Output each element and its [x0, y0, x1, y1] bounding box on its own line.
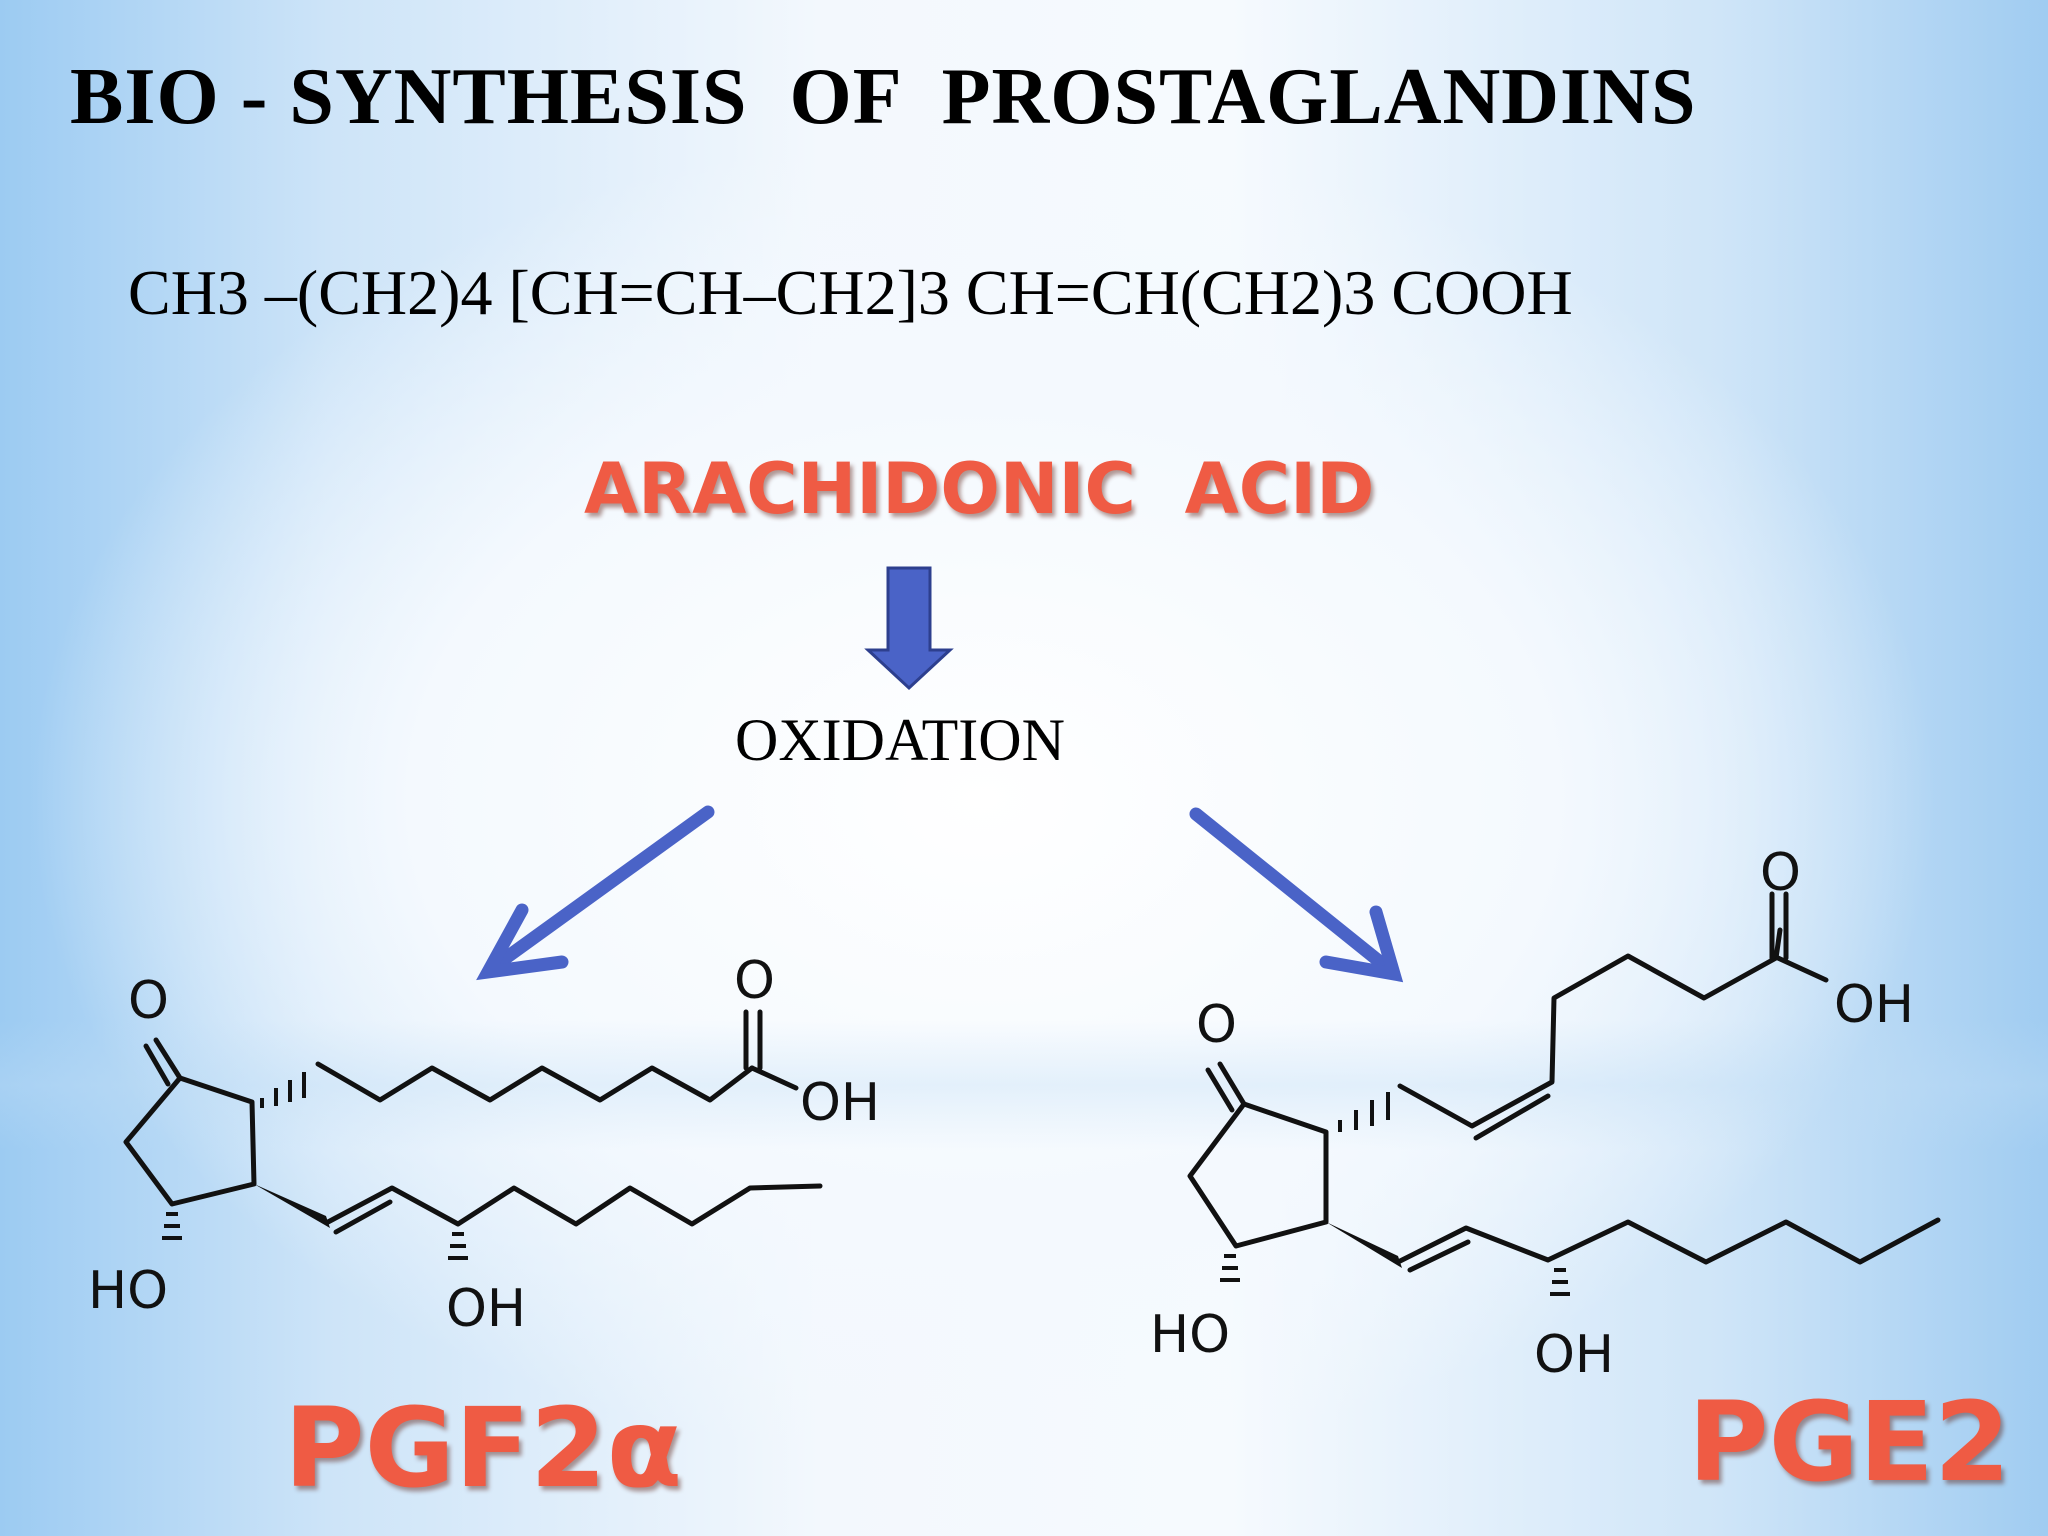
- pge2-acid-o: O: [1760, 843, 1801, 903]
- pgf2a-chain-oh: OH: [446, 1279, 526, 1339]
- pge2-ketone-o: O: [1196, 995, 1237, 1055]
- pge2-ring-ho: HO: [1150, 1305, 1230, 1365]
- arrow-to-pge2-icon: [1189, 807, 1404, 983]
- precursor-label: ARACHIDONIC ACID: [584, 448, 1375, 530]
- background-band: [0, 1020, 2048, 1150]
- arrow-to-pgf2a-icon: [476, 805, 715, 981]
- pgf2a-ketone-o: O: [128, 971, 169, 1031]
- product-label-pge2: PGE2: [1688, 1378, 2011, 1506]
- product-label-pgf2a: PGF2α: [284, 1384, 683, 1512]
- pgf2a-ring-ho: HO: [88, 1261, 168, 1321]
- slide-title: BIO - SYNTHESIS OF PROSTAGLANDINS: [70, 53, 1697, 141]
- pgf2a-acid-oh: OH: [800, 1073, 880, 1133]
- pgf2a-acid-o: O: [734, 951, 775, 1011]
- arachidonic-acid-formula: CH3 –(CH2)4 [CH=CH–CH2]3 CH=CH(CH2)3 COO…: [128, 257, 1573, 328]
- down-arrow-icon: [864, 566, 954, 691]
- pge2-acid-oh: OH: [1834, 975, 1914, 1035]
- pge2-chain-oh: OH: [1534, 1325, 1614, 1385]
- process-label: OXIDATION: [735, 707, 1065, 773]
